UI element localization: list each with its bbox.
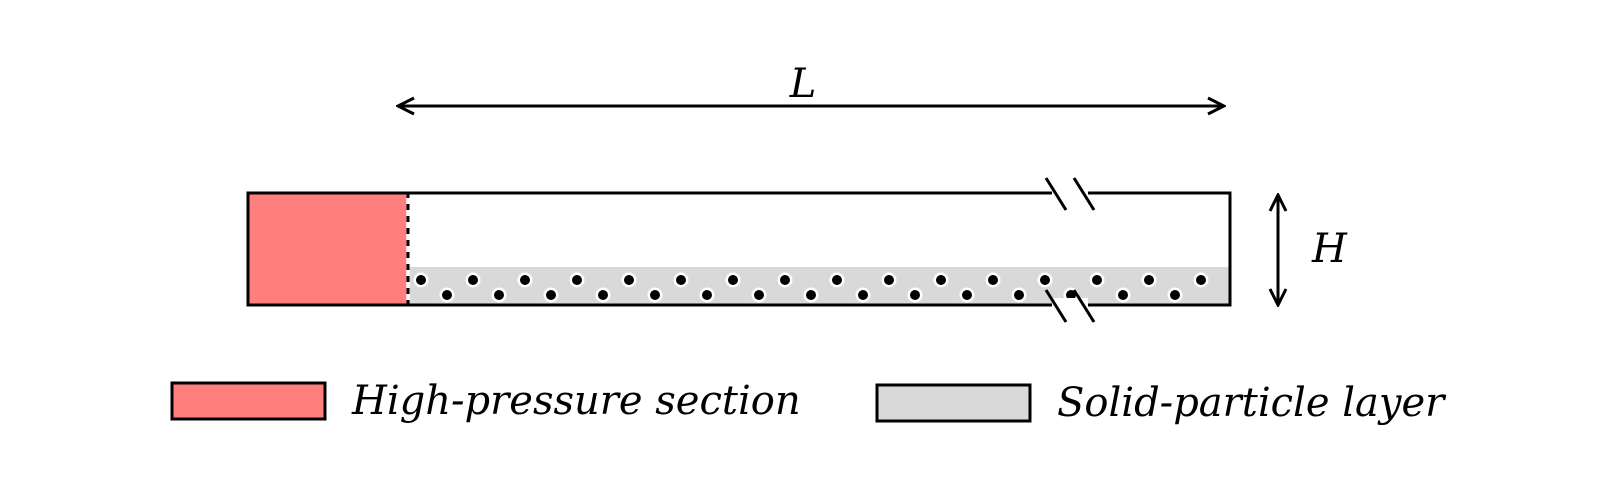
particle: [1040, 275, 1050, 285]
particle: [1196, 275, 1206, 285]
particle: [728, 275, 738, 285]
particles: [413, 272, 1209, 303]
particle: [442, 290, 452, 300]
length-label: L: [789, 61, 817, 107]
particle: [624, 275, 634, 285]
particle: [1170, 290, 1180, 300]
particle: [858, 290, 868, 300]
particle: [988, 275, 998, 285]
legend-item-particle-layer: Solid-particle layer: [875, 380, 1447, 426]
particle: [572, 275, 582, 285]
legend-swatch-high-pressure: [170, 381, 327, 421]
particle: [1092, 275, 1102, 285]
particle: [1144, 275, 1154, 285]
particle: [884, 275, 894, 285]
break-mark-bottom: [1044, 289, 1096, 323]
particle: [1014, 290, 1024, 300]
legend-label-high-pressure: High-pressure section: [351, 378, 801, 424]
particle: [962, 290, 972, 300]
break-mark-top: [1044, 177, 1096, 211]
particle: [702, 290, 712, 300]
particle: [780, 275, 790, 285]
particle: [468, 275, 478, 285]
particle: [676, 275, 686, 285]
particle: [1066, 290, 1076, 300]
particle: [598, 290, 608, 300]
legend: High-pressure section Solid-particle lay…: [170, 378, 1447, 426]
legend-label-particle-layer: Solid-particle layer: [1057, 380, 1447, 426]
particle: [910, 290, 920, 300]
particle: [754, 290, 764, 300]
particle: [832, 275, 842, 285]
particle-layer: [408, 267, 1230, 304]
particle: [546, 290, 556, 300]
particle: [936, 275, 946, 285]
particle: [520, 275, 530, 285]
particle: [1118, 290, 1128, 300]
height-label: H: [1311, 226, 1348, 272]
particle: [494, 290, 504, 300]
high-pressure-section: [248, 193, 408, 304]
particle: [650, 290, 660, 300]
legend-swatch-particle-layer: [875, 383, 1032, 423]
legend-item-high-pressure: High-pressure section: [170, 378, 801, 424]
particle: [806, 290, 816, 300]
particle: [416, 275, 426, 285]
